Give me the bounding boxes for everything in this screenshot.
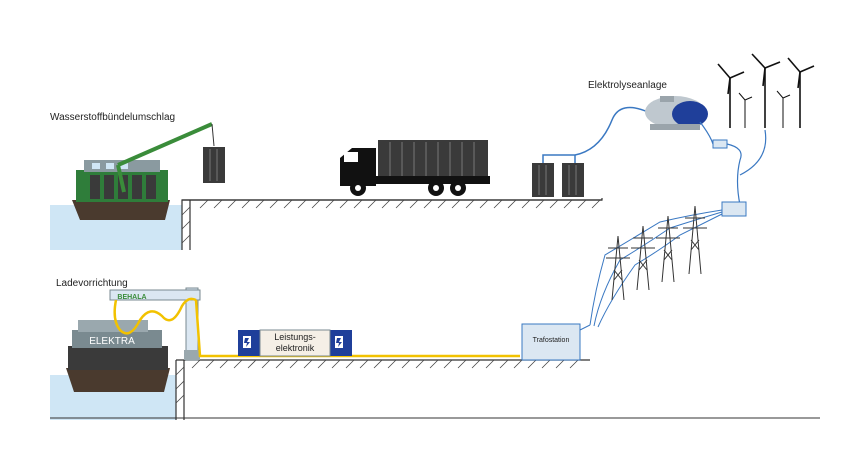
ev-charger-icon [243,336,343,348]
grid-connection-box [721,201,747,217]
hydrogen-pipe [542,106,649,163]
label-charging-device: Ladevorrichtung [56,278,128,289]
hydrogen-storage-bundles [532,163,584,197]
power-electronics-line1: Leistungs- [274,332,316,342]
trafostation-label: Trafostation [532,337,570,344]
electrolyser-connector [712,139,728,149]
electrolyser-tank-icon [645,96,708,130]
electric-ship [66,320,170,392]
bundle-crane [116,122,215,193]
power-electronics-line2: elektronik [275,343,315,353]
charging-crane [109,287,201,361]
trafostation-feed [579,324,591,331]
label-bundle-transfer: Wasserstoffbündelumschlag [50,112,176,123]
power-electronics-label: Leistungs- elektronik [262,332,328,354]
crane-brand: BEHALA [117,294,146,301]
hydrogen-ship [72,160,170,220]
power-lines [589,209,723,328]
wind-turbine-icon [717,53,815,128]
wind-cable [726,129,767,206]
charging-cable [113,297,520,358]
power-pylon-icon [606,205,707,301]
truck-icon [340,140,490,196]
label-electrolysis: Elektrolyseanlage [588,80,667,91]
trafostation-box [521,323,581,361]
ship-name: ELEKTRA [89,336,135,347]
hydrogen-bundle-hanging [203,147,225,183]
